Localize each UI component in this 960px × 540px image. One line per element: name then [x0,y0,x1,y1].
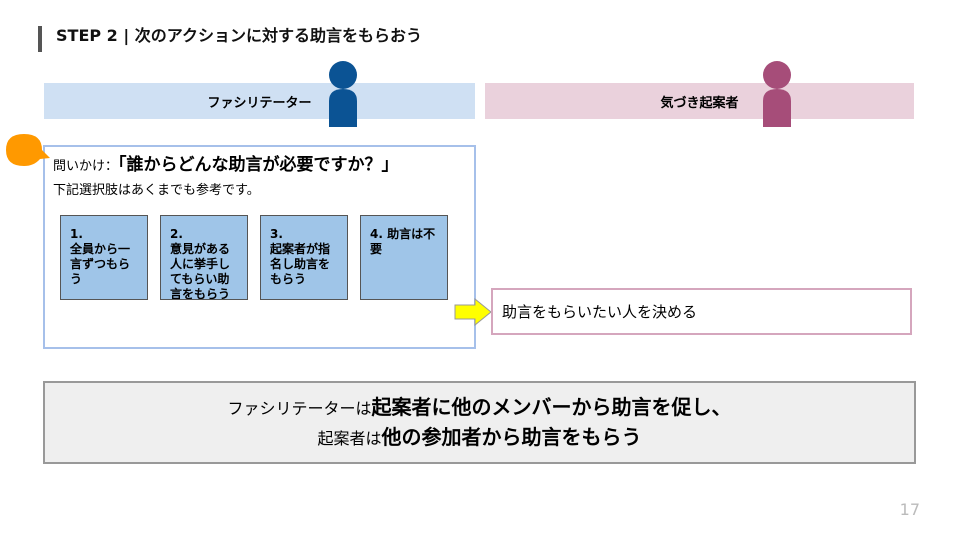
right-arrow-icon [454,298,492,326]
question-note: 下記選択肢はあくまでも参考です。 [53,183,260,198]
summary-box: ファシリテーターは起案者に他のメンバーから助言を促し、 起案者は他の参加者から助… [43,381,916,464]
question-main: 「誰からどんな助言が必要ですか？」 [118,155,399,175]
summary-line-2-lead: 起案者は [317,428,382,448]
title-accent-bar [38,26,42,52]
proposer-person-icon [763,61,791,127]
summary-line-2: 起案者は他の参加者から助言をもらう [317,423,641,453]
slide-title: STEP 2 | 次のアクションに対する助言をもらおう [56,26,422,45]
proposer-label: 気づき起案者 [660,95,739,111]
facilitator-person-icon [329,61,357,127]
option-1-box: 1. 全員から一言ずつもらう [60,215,148,300]
question-line: 問いかけ：「誰からどんな助言が必要ですか？」 [53,152,399,180]
speech-bubble-icon [6,134,50,166]
option-3-box: 3. 起案者が指名し助言をもらう [260,215,348,300]
summary-line-2-emphasis: 他の参加者から助言をもらう [381,424,642,449]
summary-line-1: ファシリテーターは起案者に他のメンバーから助言を促し、 [227,393,731,423]
decision-box: 助言をもらいたい人を決める [491,288,912,335]
summary-line-1-lead: ファシリテーターは [227,398,372,418]
decision-text: 助言をもらいたい人を決める [502,303,698,321]
proposer-band: 気づき起案者 [485,83,914,119]
facilitator-label: ファシリテーター [207,95,312,111]
option-2-box: 2. 意見がある人に挙手してもらい助言をもらう [160,215,248,300]
question-prefix: 問いかけ： [53,159,119,174]
facilitator-band: ファシリテーター [44,83,475,119]
option-4-box: 4. 助言は不要 [360,215,448,300]
summary-line-1-emphasis: 起案者に他のメンバーから助言を促し、 [371,394,732,419]
page-number: 17 [899,500,920,519]
